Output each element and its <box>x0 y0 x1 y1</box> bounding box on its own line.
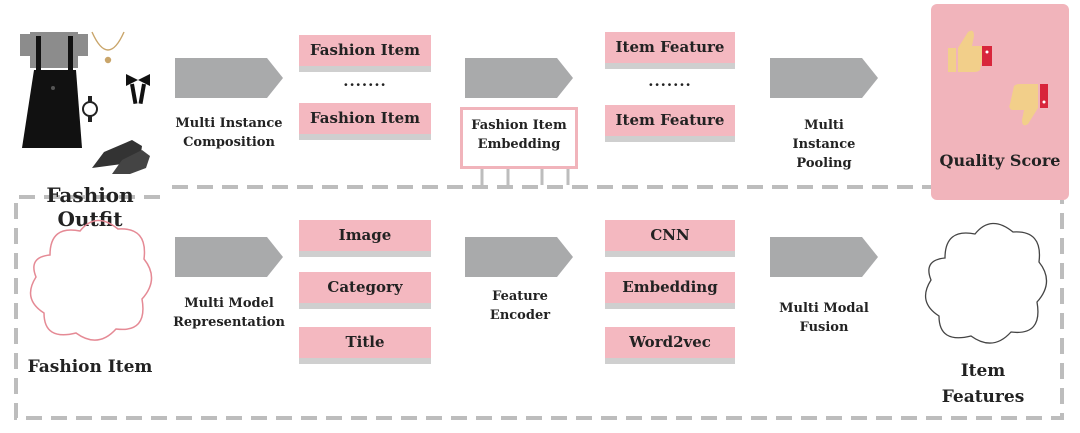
outfit-title: Fashion Outfit <box>46 183 134 231</box>
cloud-outline-icon <box>29 219 153 341</box>
multi-instance-composition-label: Multi Instance Composition <box>175 116 283 150</box>
heels-icon <box>92 140 150 174</box>
cloud-outline-icon <box>924 222 1048 344</box>
fashion-item-title: Fashion Item <box>27 357 153 377</box>
arrow-fusion <box>770 237 878 277</box>
input-title-box: Title <box>299 327 431 364</box>
multi-modal-fusion-label: Multi Modal Fusion <box>779 301 869 335</box>
outfit-illustration <box>20 31 150 174</box>
item-feature-box: Item Feature <box>605 32 735 69</box>
arrow-pooling <box>770 58 878 98</box>
fashion-item-box: Fashion Item <box>299 35 431 72</box>
fashion-item-box: Fashion Item <box>299 103 431 140</box>
fashion-item-embedding-label: Fashion Item Embedding <box>471 118 567 152</box>
ellipsis: ······· <box>648 76 692 94</box>
quality-score-label: Quality Score <box>939 151 1061 170</box>
feature-encoder-label: Feature Encoder <box>489 289 551 323</box>
bow-icon <box>126 74 150 105</box>
thumbs-up-icon <box>948 30 992 73</box>
multi-instance-pooling-label: Multi Instance Pooling <box>792 118 856 171</box>
arrow-embedding <box>465 58 573 98</box>
item-features-title: Item Features <box>941 361 1025 407</box>
item-feature-box: Item Feature <box>605 105 735 142</box>
arrow-composition <box>175 58 283 98</box>
thumbs-down-icon <box>1009 84 1048 126</box>
multi-model-representation-label: Multi Model Representation <box>173 296 285 330</box>
necklace-icon <box>91 31 125 64</box>
ellipsis: ······· <box>343 76 387 94</box>
arrow-representation <box>175 237 283 277</box>
embedding-connectors <box>480 169 570 185</box>
encoder-embedding-box: Embedding <box>605 272 735 309</box>
encoder-cnn-box: CNN <box>605 220 735 257</box>
encoder-word2vec-box: Word2vec <box>605 327 735 364</box>
input-category-box: Category <box>299 272 431 309</box>
watch-icon <box>82 96 98 122</box>
input-image-box: Image <box>299 220 431 257</box>
arrow-encoder <box>465 237 573 277</box>
dress-icon <box>20 32 88 148</box>
embedding-box <box>460 107 578 169</box>
